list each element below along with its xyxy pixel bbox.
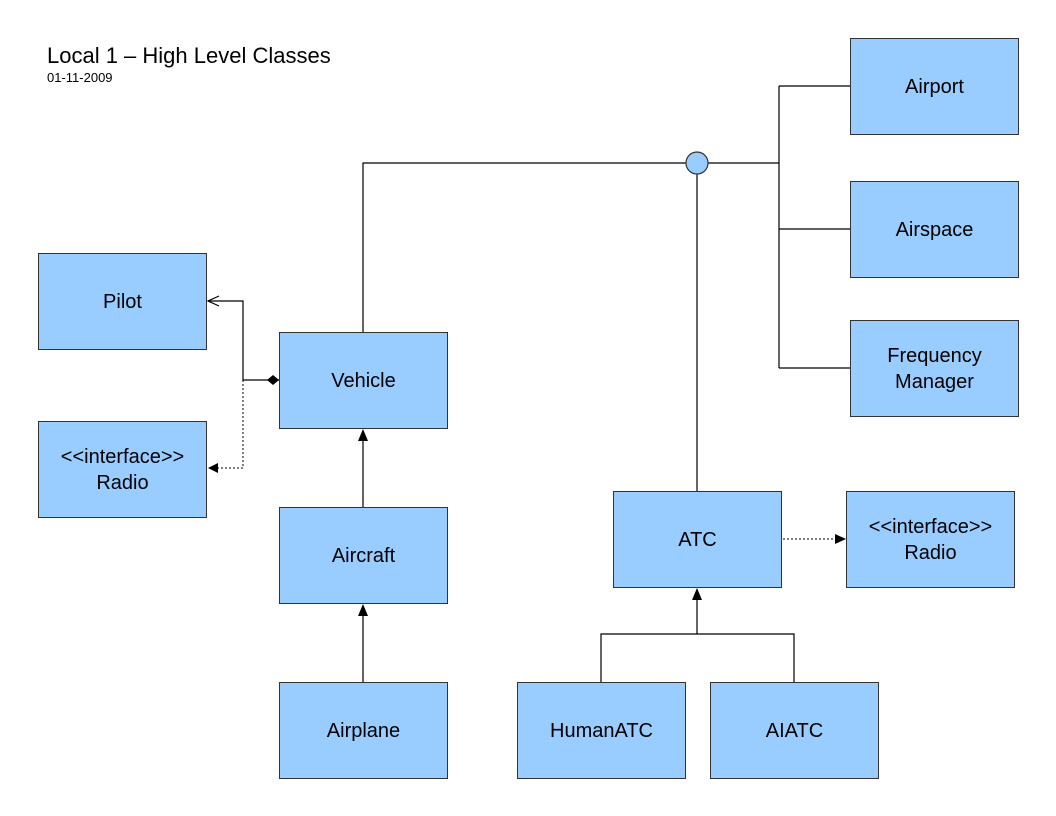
class-airspace-label: Airspace bbox=[895, 218, 974, 241]
class-airport-label: Airport bbox=[905, 75, 964, 98]
class-radio-right: <<interface>> Radio bbox=[846, 491, 1015, 588]
class-vehicle: Vehicle bbox=[279, 332, 448, 429]
class-human-atc: HumanATC bbox=[517, 682, 686, 779]
class-frequency-manager-label: Frequency Manager bbox=[887, 344, 982, 393]
class-ai-atc: AIATC bbox=[710, 682, 879, 779]
class-ai-atc-label: AIATC bbox=[765, 719, 824, 742]
vehicle-pilot-association bbox=[208, 300, 279, 381]
class-aircraft-label: Aircraft bbox=[331, 544, 396, 567]
class-pilot-label: Pilot bbox=[103, 290, 142, 313]
class-atc-label: ATC bbox=[678, 528, 717, 551]
class-frequency-manager: Frequency Manager bbox=[850, 320, 1019, 417]
class-airplane: Airplane bbox=[279, 682, 448, 779]
radio-left-arrowhead bbox=[208, 463, 218, 473]
diagram-date: 01-11-2009 bbox=[47, 70, 113, 85]
class-airport: Airport bbox=[850, 38, 1019, 135]
diagram-title: Local 1 – High Level Classes bbox=[47, 43, 331, 68]
class-radio-right-label: <<interface>> Radio bbox=[868, 515, 993, 564]
class-radio-left: <<interface>> Radio bbox=[38, 421, 207, 518]
atc-arrowhead bbox=[692, 588, 702, 600]
vehicle-radio-dependency bbox=[218, 380, 244, 469]
atc-subclass-tree bbox=[600, 633, 795, 682]
composition-diamond bbox=[267, 375, 279, 385]
pilot-arrowhead bbox=[206, 295, 220, 307]
class-pilot: Pilot bbox=[38, 253, 207, 350]
radio-right-arrowhead bbox=[835, 534, 846, 544]
class-airplane-label: Airplane bbox=[326, 719, 401, 742]
class-human-atc-label: HumanATC bbox=[550, 719, 653, 742]
class-airspace: Airspace bbox=[850, 181, 1019, 278]
vehicle-hub-connector bbox=[362, 162, 686, 332]
vehicle-arrowhead bbox=[358, 429, 368, 441]
class-radio-left-label: <<interface>> Radio bbox=[60, 445, 185, 494]
class-aircraft: Aircraft bbox=[279, 507, 448, 604]
aircraft-arrowhead bbox=[358, 604, 368, 616]
hub-circle bbox=[685, 151, 709, 175]
class-atc: ATC bbox=[613, 491, 782, 588]
class-vehicle-label: Vehicle bbox=[331, 369, 396, 392]
